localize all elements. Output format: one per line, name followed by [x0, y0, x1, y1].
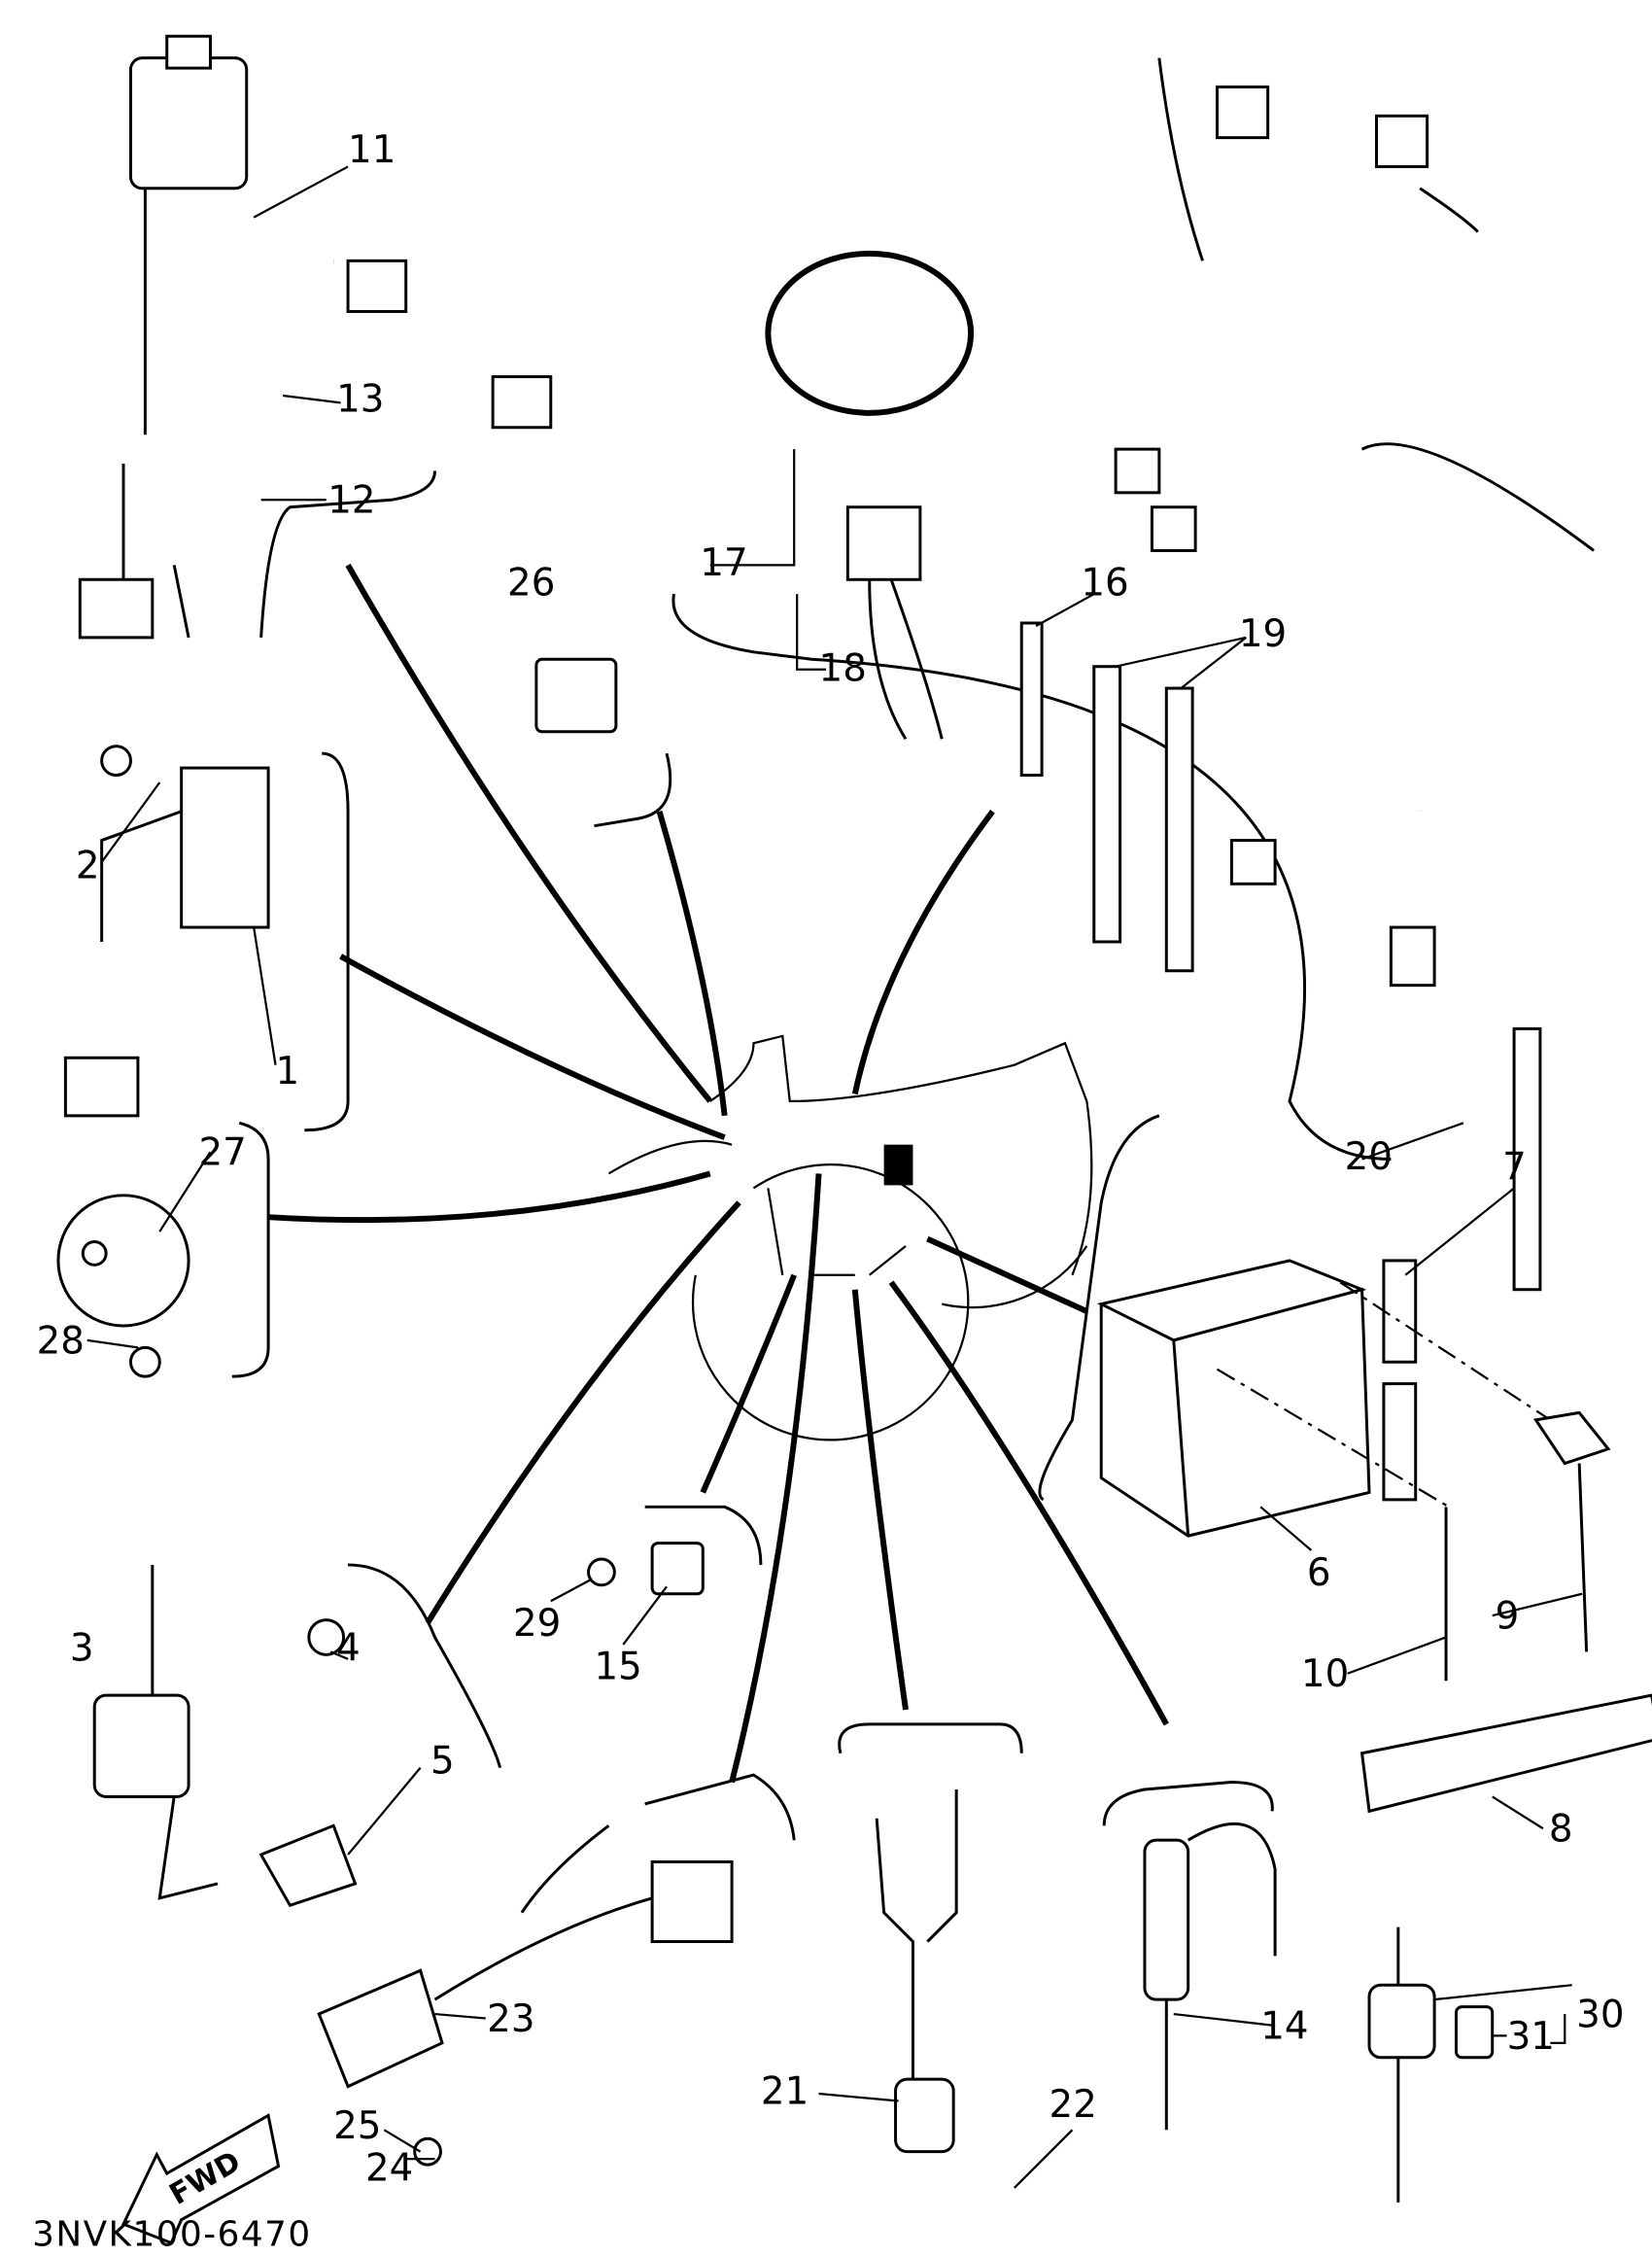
callout-4: 4	[336, 1626, 361, 1670]
battery-6	[1096, 1259, 1611, 1682]
callout-19: 19	[1239, 612, 1287, 656]
callout-30: 30	[1576, 1993, 1624, 2036]
callout-18: 18	[819, 647, 867, 691]
band-8	[1359, 1693, 1652, 1814]
plug-cap-14	[1143, 1822, 1277, 2131]
callout-15: 15	[594, 1646, 641, 1689]
callout-2: 2	[76, 844, 100, 887]
bands-16-19-20	[1019, 621, 1542, 1292]
callout-1: 1	[276, 1050, 300, 1093]
callout-labels: 1 2 3 4 5 6 7 8 9 10 11 12 13 14 15 16 1…	[37, 128, 1625, 2191]
callout-20: 20	[1345, 1135, 1393, 1179]
callout-24: 24	[365, 2146, 413, 2190]
callout-16: 16	[1081, 562, 1128, 606]
callout-5: 5	[430, 1740, 455, 1784]
ignition-coil-3	[92, 1564, 358, 1908]
callout-8: 8	[1549, 1808, 1573, 1852]
callout-21: 21	[761, 2069, 809, 2113]
callout-27: 27	[199, 1131, 247, 1175]
relay-26	[534, 657, 618, 734]
neutral-switch-15	[587, 1542, 705, 1596]
callout-10: 10	[1301, 1652, 1349, 1696]
callout-25: 25	[333, 2104, 381, 2148]
rectifier-1	[63, 745, 270, 1118]
group-brackets	[231, 470, 1392, 1841]
cdi-unit-23	[317, 1824, 734, 2167]
callout-31: 31	[1507, 2015, 1555, 2059]
sensor-21	[875, 1788, 958, 2154]
relay-18	[845, 505, 944, 741]
main-switch-11	[78, 34, 249, 640]
callout-6: 6	[1307, 1551, 1331, 1595]
callout-14: 14	[1260, 2004, 1308, 2048]
callout-29: 29	[513, 1602, 561, 1646]
callout-28: 28	[37, 1319, 85, 1363]
diagram-code: 3NVK100-6470	[32, 2215, 312, 2255]
starter-relay-30	[1367, 1926, 1495, 2203]
callout-17: 17	[700, 541, 747, 585]
motorcycle-outline	[607, 1034, 1093, 1441]
battery-position-marker	[883, 1144, 913, 1186]
horn-27	[56, 1194, 190, 1378]
callout-3: 3	[70, 1626, 94, 1670]
callout-7: 7	[1502, 1145, 1527, 1189]
callout-22: 22	[1050, 2083, 1097, 2127]
callout-13: 13	[336, 377, 384, 421]
leader-lines	[267, 563, 1169, 1784]
callout-9: 9	[1496, 1595, 1520, 1639]
callout-leaders	[86, 165, 1583, 2189]
callout-23: 23	[487, 1997, 534, 2041]
callout-12: 12	[327, 479, 375, 523]
callout-11: 11	[348, 128, 396, 172]
callout-26: 26	[507, 562, 555, 606]
wire-harness-17	[332, 57, 1595, 988]
